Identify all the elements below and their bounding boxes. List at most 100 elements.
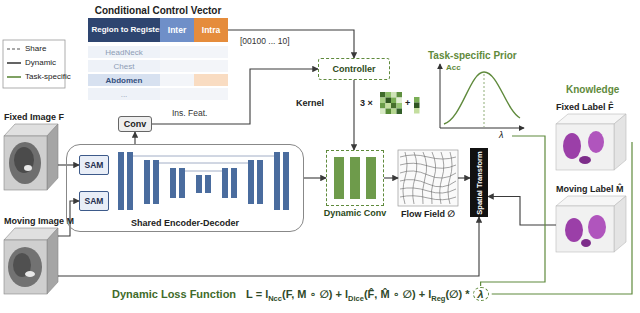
encoder-decoder-bars <box>118 152 289 210</box>
fixed-label-cube-part <box>579 156 591 164</box>
prior-chart-part <box>444 72 520 124</box>
kernel-grid-part <box>391 98 397 104</box>
moving-image-cube-part <box>4 240 47 294</box>
legend-text: Dynamic <box>25 58 56 67</box>
sam-box-text: SAM <box>85 160 104 170</box>
flow-field-grid-part-part <box>403 152 407 204</box>
controller-box: Controller <box>318 58 390 80</box>
legend-box-part <box>7 48 21 49</box>
encoder-decoder-bars-part <box>118 152 124 210</box>
formula-subscript: Reg <box>431 294 445 303</box>
table-row-cell: HeadNeck <box>88 46 160 58</box>
kernel-grid-part <box>386 98 392 104</box>
table-cells-part <box>160 88 194 100</box>
moving-image-cube <box>4 228 58 294</box>
kernel-grid-part <box>397 103 403 109</box>
encoder-decoder-bars-part <box>144 160 150 204</box>
encoder-decoder-bars-part <box>248 160 254 204</box>
table-header-cell: Intra <box>194 18 228 42</box>
fixed-image-cube-part <box>24 165 32 171</box>
table-header-cell: Region to Register <box>88 18 166 42</box>
flow-field: Flow Field ∅ <box>398 150 458 206</box>
formula-part: L = l <box>246 288 268 300</box>
table-cells-part <box>160 60 194 72</box>
moving-label-cube-part <box>556 206 614 252</box>
kernel-grid-part <box>414 108 420 114</box>
table-header-cell: Inter <box>160 18 194 42</box>
table-row-cell: ... <box>88 88 160 100</box>
feature-label: Ins. Feat. <box>172 108 207 118</box>
fixed-image: Fixed Image F <box>4 124 58 190</box>
formula-part: (F, M ∘ ∅) + l <box>282 288 348 300</box>
connector-arrow <box>134 132 135 144</box>
moving-label-cube-part <box>614 196 626 252</box>
table-cells-part <box>160 46 194 58</box>
fixed-label: Fixed Label F̂ <box>556 114 626 170</box>
connector-arrow <box>228 30 354 58</box>
table-row-cell: Abdomen <box>88 74 160 86</box>
flow-field-grid-part-part <box>400 171 456 178</box>
dynamic-conv-bars-part <box>334 157 344 199</box>
knowledge-title: Knowledge <box>566 84 619 95</box>
table-header-cell-text: Intra <box>202 25 220 35</box>
kernel-grid-part <box>391 103 397 109</box>
kernel-label: Kernel <box>296 98 324 108</box>
controller-box-text: Controller <box>332 64 375 74</box>
task-prior-leader <box>481 136 545 286</box>
table-row-cell: Chest <box>88 60 160 72</box>
encoder-decoder-bars-part <box>153 160 159 204</box>
table-row-cell-text: Abdomen <box>106 76 143 85</box>
moving-image-cube-part <box>8 247 42 287</box>
prior-chart-part <box>484 74 485 127</box>
fixed-image-text: Fixed Image F <box>4 112 64 122</box>
control-vector-table: Conditional Control VectorRegion to Regi… <box>88 18 228 102</box>
table-cells <box>160 46 228 100</box>
moving-label: Moving Label M̂ <box>556 196 626 254</box>
flow-field-text: Flow Field ∅ <box>401 209 455 219</box>
fixed-label-text: Fixed Label F̂ <box>556 102 614 112</box>
kernel-grid-part <box>391 92 397 98</box>
encoder-decoder-bars-part <box>196 175 202 193</box>
connector-arrow <box>58 164 79 165</box>
table-row-cell-text: ... <box>121 90 128 99</box>
spatial-transform-box-text: Spatial Transform <box>475 151 484 214</box>
dynamic-conv-box: Dynamic Conv <box>326 150 384 206</box>
skip-connections-part <box>133 156 274 157</box>
moving-image-text: Moving Image M <box>4 216 74 226</box>
flow-field-grid-part <box>398 150 458 206</box>
flow-field-grid-part-part <box>400 155 456 159</box>
moving-label-cube-part <box>581 239 591 247</box>
fixed-label-cube-part <box>588 131 604 153</box>
kernel-grid-part <box>386 109 392 115</box>
encoder-decoder-bars-part <box>231 168 237 198</box>
fixed-image-cube-part <box>9 142 41 184</box>
kernel-grid-part <box>380 92 386 98</box>
loss-title: Dynamic Loss Function <box>112 288 236 300</box>
table-row-cell-text: HeadNeck <box>105 48 142 57</box>
moving-label-cube <box>556 196 626 252</box>
kernel-grid-part <box>380 98 386 104</box>
legend-box-part <box>7 76 21 78</box>
axis-label: λ <box>499 130 503 140</box>
formula-subscript: Ncc <box>268 294 282 303</box>
table-cells-part <box>160 74 194 86</box>
encoder-decoder-bars-part <box>179 168 185 198</box>
connector-arrow <box>353 80 354 150</box>
sam-box-text: SAM <box>85 196 104 206</box>
prior-chart-part <box>440 64 441 128</box>
kernel-grid-part <box>397 109 403 115</box>
plus-sign: + <box>405 98 410 108</box>
moving-label-cube-part <box>565 218 583 242</box>
connector-arrow <box>458 177 470 178</box>
flow-field-grid-part-part <box>400 188 456 193</box>
formula-part: (F̂, M̂ ∘ ∅) + l <box>364 288 431 300</box>
kernel-grid-part <box>397 92 403 98</box>
connector-arrow <box>58 217 479 276</box>
connector-arrow <box>384 177 398 178</box>
table-row-cell-text: Chest <box>114 62 135 71</box>
conv-box-text: Conv <box>124 119 147 129</box>
formula-subscript: Dice <box>348 294 364 303</box>
kernel-grid-part <box>386 103 392 109</box>
